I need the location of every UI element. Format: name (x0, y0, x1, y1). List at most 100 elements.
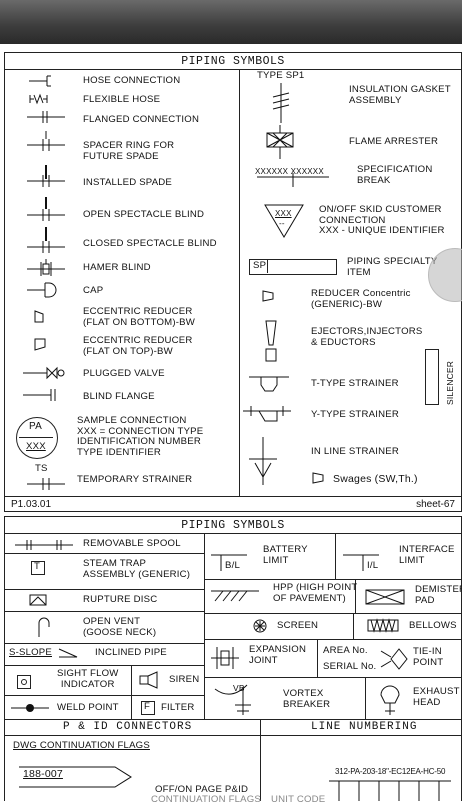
label-ejectors: EJECTORS,INJECTORS & EDUCTORS (311, 326, 423, 348)
divider (260, 719, 261, 801)
divider (5, 589, 204, 590)
label-flame-arrester: FLAME ARRESTER (349, 136, 439, 147)
skid-dashes: -- (279, 219, 285, 228)
label-tie-in-point: TIE-IN POINT (413, 646, 444, 668)
label-reducer-concentric: REDUCER Concentric (GENERIC)-BW (311, 288, 411, 310)
divider (5, 553, 204, 554)
label-insulation-gasket: INSULATION GASKET ASSEMBLY (349, 84, 451, 106)
divider (19, 437, 53, 438)
divider (239, 69, 240, 496)
label-temporary-strainer: TEMPORARY STRAINER (77, 474, 193, 485)
divider (267, 259, 268, 273)
divider (5, 665, 204, 666)
insulation-gasket-icon (272, 83, 290, 123)
flanged-connection-icon (27, 111, 65, 123)
label-sample-connection: SAMPLE CONNECTION XXX = CONNECTION TYPE … (77, 415, 204, 458)
label-exhaust-head: EXHAUST HEAD (413, 686, 460, 708)
footer-right: sheet-67 (416, 499, 455, 510)
demister-pad-icon (365, 589, 405, 605)
open-spectacle-blind-icon (27, 197, 65, 221)
y-type-strainer-icon (243, 406, 291, 422)
plugged-valve-icon (23, 366, 65, 380)
line-number-brackets (329, 780, 451, 801)
bellows-icon (367, 618, 399, 633)
flag-number: 188-007 (23, 768, 63, 780)
s-slope-label: S-SLOPE (9, 647, 52, 658)
label-battery-limit: BATTERY LIMIT (263, 544, 308, 566)
divider (335, 533, 336, 579)
label-spacer-ring: SPACER RING FOR FUTURE SPADE (83, 140, 175, 162)
divider (317, 639, 318, 677)
flame-arrester-icon (266, 125, 294, 159)
ts-label: TS (35, 463, 48, 474)
removable-spool-icon (15, 540, 73, 550)
label-installed-spade: INSTALLED SPADE (83, 177, 173, 188)
sp-label: SP (253, 260, 267, 271)
divider (204, 579, 461, 580)
xxx-label: XXX (26, 441, 46, 452)
label-cap: CAP (83, 285, 104, 296)
hose-connection-icon (29, 75, 51, 87)
filter-icon (141, 701, 155, 715)
unit-code-label: UNIT CODE (271, 794, 326, 805)
interface-limit-icon (343, 554, 379, 571)
divider (204, 533, 205, 719)
tie-in-point-icon (380, 648, 408, 670)
label-eccentric-reducer-bottom: ECCENTRIC REDUCER (FLAT ON BOTTOM)-BW (83, 306, 195, 328)
divider (353, 613, 354, 639)
label-y-type-strainer: Y-TYPE STRAINER (311, 409, 399, 420)
divider (204, 677, 461, 678)
installed-spade-icon (27, 165, 65, 187)
label-interface-limit: INTERFACE LIMIT (399, 544, 455, 566)
piping-symbols-sheet-1: PIPING SYMBOLS PA XXX TS HOSE CONNECTION… (4, 52, 462, 512)
footer-left: P1.03.01 (11, 499, 52, 510)
sheet-title: PIPING SYMBOLS (181, 519, 285, 532)
skid-connection-icon (264, 204, 304, 238)
label-open-vent: OPEN VENT (GOOSE NECK) (83, 616, 157, 638)
label-flanged-connection: FLANGED CONNECTION (83, 114, 200, 125)
divider (5, 695, 204, 696)
label-open-spectacle-blind: OPEN SPECTACLE BLIND (83, 209, 205, 220)
hpp-icon (211, 590, 259, 602)
label-bellows: BELLOWS (409, 620, 457, 631)
filter-letter: F (144, 701, 151, 712)
label-t-type-strainer: T-TYPE STRAINER (311, 378, 399, 389)
steam-trap-letter: T (34, 561, 41, 572)
label-sight-flow: SIGHT FLOW INDICATOR (57, 668, 119, 690)
divider (5, 643, 204, 644)
silencer-box (425, 349, 439, 405)
label-closed-spectacle-blind: CLOSED SPECTACLE BLIND (83, 238, 217, 249)
exhaust-head-icon (380, 685, 400, 715)
label-rupture-disc: RUPTURE DISC (83, 594, 158, 605)
ejector-icon (265, 320, 277, 362)
screen-icon (253, 619, 267, 633)
offon-label: OFF/ON PAGE P&ID (155, 784, 249, 795)
label-flexible-hose: FLEXIBLE HOSE (83, 94, 161, 105)
label-swages: Swages (SW,Th.) (333, 473, 418, 485)
vb-label: VB (233, 683, 245, 693)
weld-point-icon (11, 704, 49, 712)
blind-flange-icon (23, 389, 56, 401)
top-toolbar (0, 0, 462, 44)
il-label: I/L (367, 560, 379, 571)
divider (204, 613, 461, 614)
closed-spectacle-blind-icon (27, 227, 65, 253)
reducer-concentric-icon (262, 290, 274, 302)
in-line-strainer-icon (249, 437, 277, 485)
t-type-strainer-icon (249, 376, 289, 392)
steam-trap-icon (31, 561, 45, 575)
temporary-strainer-icon (27, 478, 65, 490)
swage-icon (312, 472, 324, 484)
siren-icon (139, 671, 158, 689)
inclined-pipe-icon (58, 648, 78, 658)
continuation-flags-label: CONTINUATION FLAGS (151, 794, 262, 805)
specification-break-icon (257, 173, 329, 187)
label-tie-in-numbers: AREA No. SERIAL No. (323, 645, 377, 672)
label-removable-spool: REMOVABLE SPOOL (83, 538, 181, 549)
label-steam-trap: STEAM TRAP ASSEMBLY (GENERIC) (83, 558, 191, 580)
divider (365, 677, 366, 719)
sight-flow-icon (17, 675, 31, 689)
sight-flow-dot (21, 679, 27, 685)
label-filter: FILTER (161, 702, 195, 713)
label-screen: SCREEN (277, 620, 319, 631)
